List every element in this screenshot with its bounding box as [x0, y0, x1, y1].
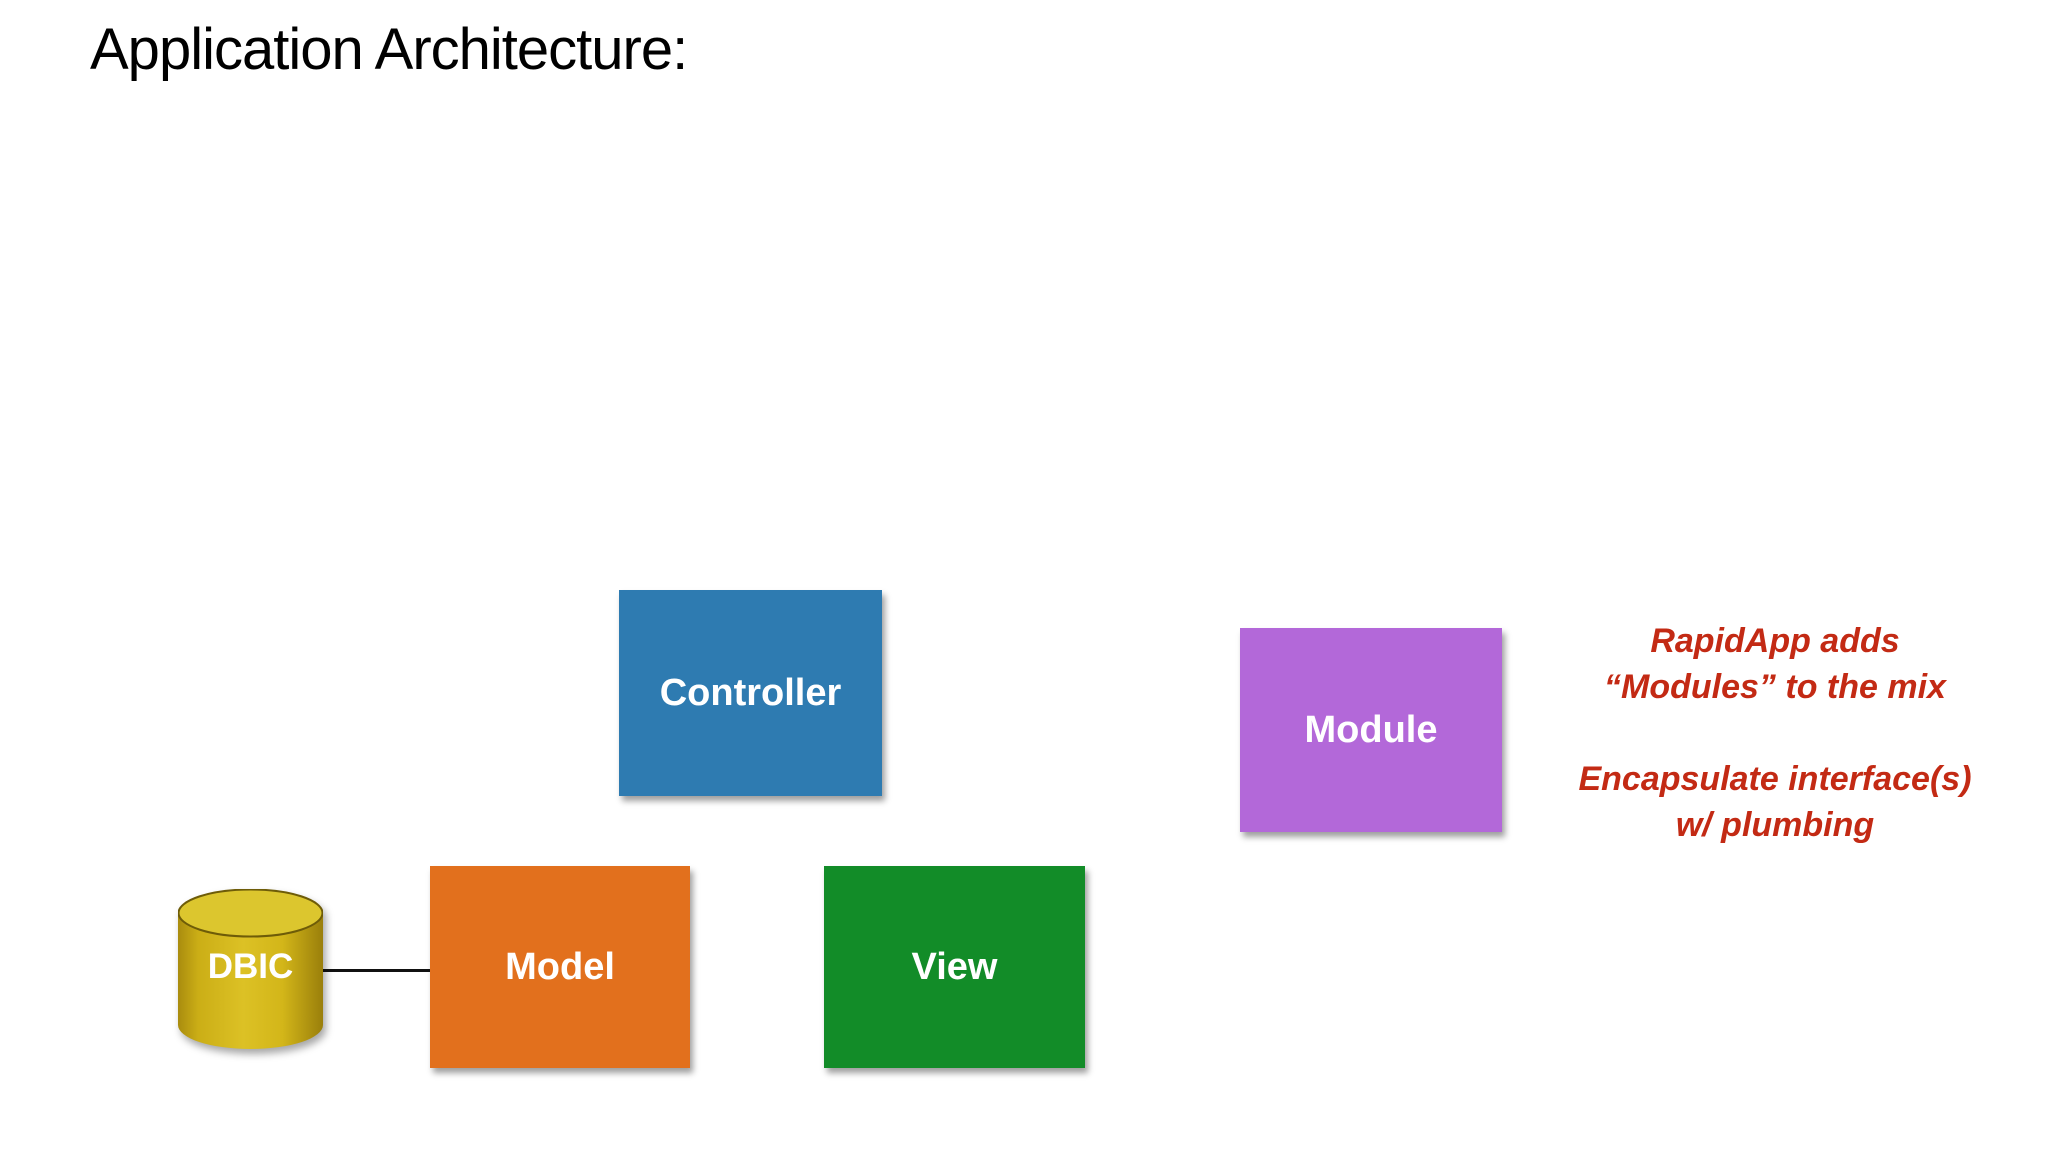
slide-title: Application Architecture:	[90, 17, 688, 82]
cylinder-top	[178, 889, 323, 938]
node-controller: Controller	[619, 590, 882, 796]
node-module: Module	[1240, 628, 1502, 832]
annotation-text-top: RapidApp adds “Modules” to the mix	[1604, 622, 1946, 706]
node-controller-label: Controller	[659, 671, 842, 714]
node-view: View	[824, 866, 1085, 1068]
annotation-note: RapidApp adds “Modules” to the mix Encap…	[1525, 618, 2025, 848]
node-model-label: Model	[505, 945, 615, 988]
node-view-label: View	[911, 945, 998, 988]
cylinder-body	[178, 913, 323, 1049]
node-module-label: Module	[1304, 708, 1438, 751]
node-model: Model	[430, 866, 690, 1068]
annotation-text-bottom: Encapsulate interface(s) w/ plumbing	[1578, 760, 1972, 844]
database-cylinder-icon	[178, 889, 323, 1049]
node-dbic: DBIC	[178, 889, 323, 1052]
node-dbic-label: DBIC	[207, 947, 294, 986]
dbic-model-connector-line	[323, 969, 430, 972]
